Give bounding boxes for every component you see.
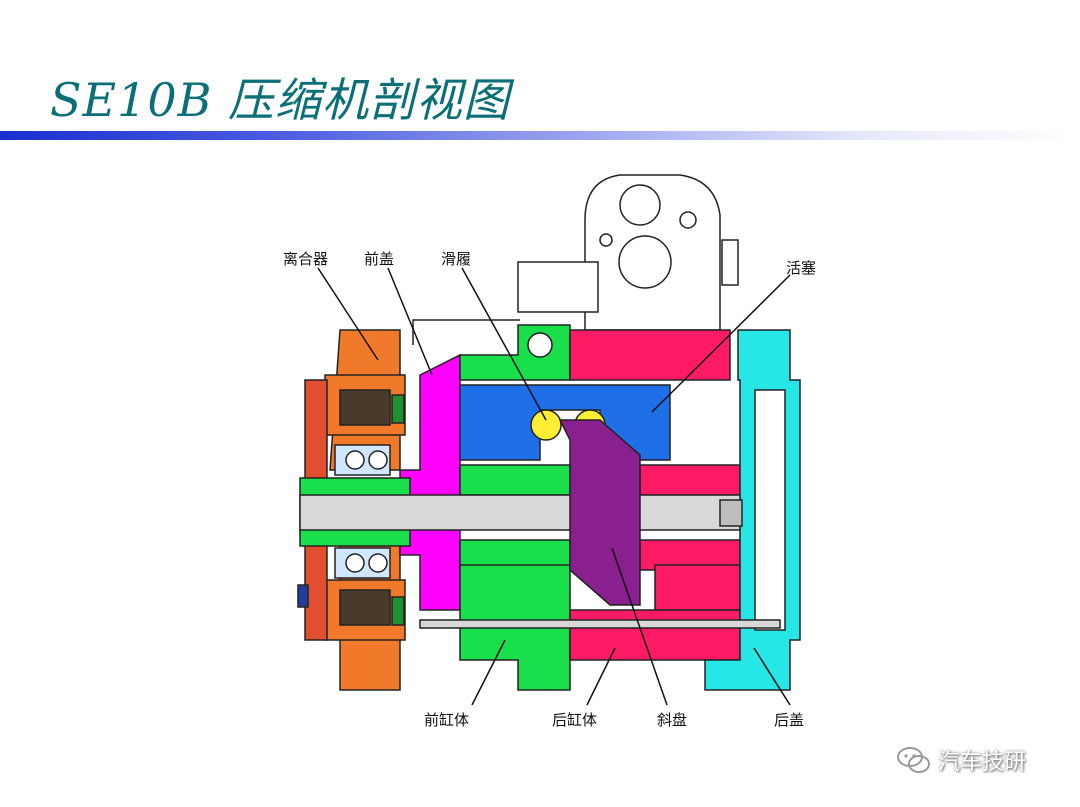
label-piston: 活塞 [786,259,816,277]
label-swash-plate: 斜盘 [657,711,687,729]
label-clutch: 离合器 [283,250,328,268]
title-underline [0,131,1080,140]
watermark: 汽车技研 [896,744,1026,776]
label-front-cylinder: 前缸体 [424,711,469,729]
page-title: SE10B 压缩机剖视图 [50,73,511,127]
watermark-text: 汽车技研 [938,750,1027,775]
label-rear-cylinder: 后缸体 [552,711,597,729]
swash-plate-part [558,419,641,606]
rear-cover-part [704,329,801,691]
label-rear-cover: 后盖 [774,711,804,729]
main-shaft [299,494,781,629]
label-slipper: 滑履 [441,250,471,268]
wechat-icon [897,747,930,773]
label-front-cover: 前盖 [364,250,394,268]
valve-head [517,174,739,331]
